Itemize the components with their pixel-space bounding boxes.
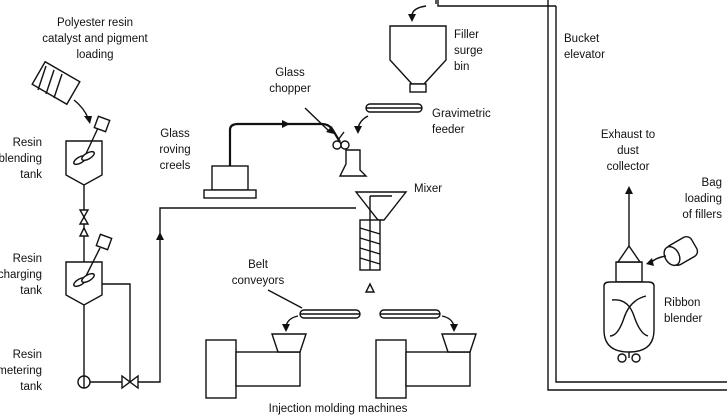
label-mixer: Mixer	[414, 183, 442, 195]
metering-valve	[121, 372, 139, 390]
label-meter-1: Resin	[13, 349, 42, 361]
filler-surge-bin	[389, 25, 447, 93]
label-bucket-2: elevator	[564, 49, 605, 61]
label-chopper-2: chopper	[269, 83, 311, 95]
label-belt-1: Belt	[248, 259, 269, 271]
bucket-elevator-outer	[547, 0, 727, 391]
injection-machine-left	[205, 333, 307, 399]
resin-loading-arrow	[73, 99, 92, 124]
resin-flow-arrow	[156, 232, 164, 240]
resin-loading-bag	[31, 60, 81, 106]
feeder-discharge-arrowhead	[354, 126, 362, 134]
label-resin-loading-1: Polyester resin	[57, 17, 133, 29]
ribbon-blender	[603, 244, 655, 363]
label-injection: Injection molding machines	[269, 403, 408, 415]
label-resin-loading-2: catalyst and pigment	[42, 33, 148, 45]
label-belt-2: conveyors	[232, 275, 285, 287]
label-exhaust-2: dust	[617, 145, 640, 157]
label-ribbon-1: Ribbon	[664, 297, 700, 309]
pipe-valve	[78, 209, 90, 225]
roving-flow-arrow	[282, 120, 290, 128]
mixer-discharge-marker	[364, 282, 376, 293]
label-charge-3: tank	[20, 285, 42, 297]
glass-roving-creels	[203, 130, 257, 199]
belt-conveyor-left	[299, 309, 361, 319]
label-charge-1: Resin	[13, 253, 42, 265]
label-charge-2: charging	[0, 269, 42, 281]
filler-bag	[663, 235, 699, 267]
label-bag-3: of fillers	[682, 209, 722, 221]
label-surge-3: bin	[454, 61, 469, 73]
label-surge-2: surge	[454, 45, 483, 57]
gravimetric-feeder	[365, 103, 423, 113]
belt-label-leader	[267, 289, 303, 309]
label-roving-2: roving	[159, 144, 190, 156]
resin-feed-line	[138, 207, 356, 383]
label-bag-2: loading	[685, 193, 722, 205]
label-meter-2: metering	[0, 365, 42, 377]
belt-conveyor-right	[379, 309, 441, 319]
label-resin-loading-3: loading	[76, 49, 113, 61]
label-blend-3: tank	[20, 169, 42, 181]
bin-fill-arrowhead	[408, 14, 416, 22]
label-exhaust-1: Exhaust to	[601, 129, 655, 141]
label-ribbon-2: blender	[664, 313, 703, 325]
label-grav-2: feeder	[432, 124, 465, 136]
recirculation-line	[102, 283, 131, 372]
bag-loading-arrowhead	[646, 258, 654, 266]
pipe-check	[78, 226, 90, 237]
mixer	[354, 191, 408, 271]
label-bag-1: Bag	[702, 177, 722, 189]
label-exhaust-3: collector	[607, 161, 650, 173]
right-conveyor-arrowhead	[450, 324, 458, 332]
label-blend-1: Resin	[13, 137, 42, 149]
label-blend-2: blending	[0, 153, 42, 165]
bucket-elevator-inner	[555, 6, 727, 383]
label-grav-1: Gravimetric	[432, 108, 491, 120]
chopper-chute	[338, 149, 368, 177]
metering-pump	[77, 375, 122, 389]
glass-chopper	[304, 107, 350, 150]
elevator-to-bin-line	[437, 0, 556, 7]
label-roving-1: Glass	[160, 128, 190, 140]
label-chopper-1: Glass	[275, 67, 305, 79]
left-conveyor-arrowhead	[282, 324, 290, 332]
resin-blending-tank	[65, 115, 111, 186]
injection-machine-right	[375, 333, 477, 399]
exhaust-arrowhead	[625, 186, 633, 194]
label-surge-1: Filler	[454, 29, 479, 41]
label-meter-3: tank	[20, 381, 42, 393]
resin-charging-tank	[65, 233, 113, 306]
label-bucket-1: Bucket	[564, 33, 600, 45]
label-roving-3: creels	[160, 160, 191, 172]
